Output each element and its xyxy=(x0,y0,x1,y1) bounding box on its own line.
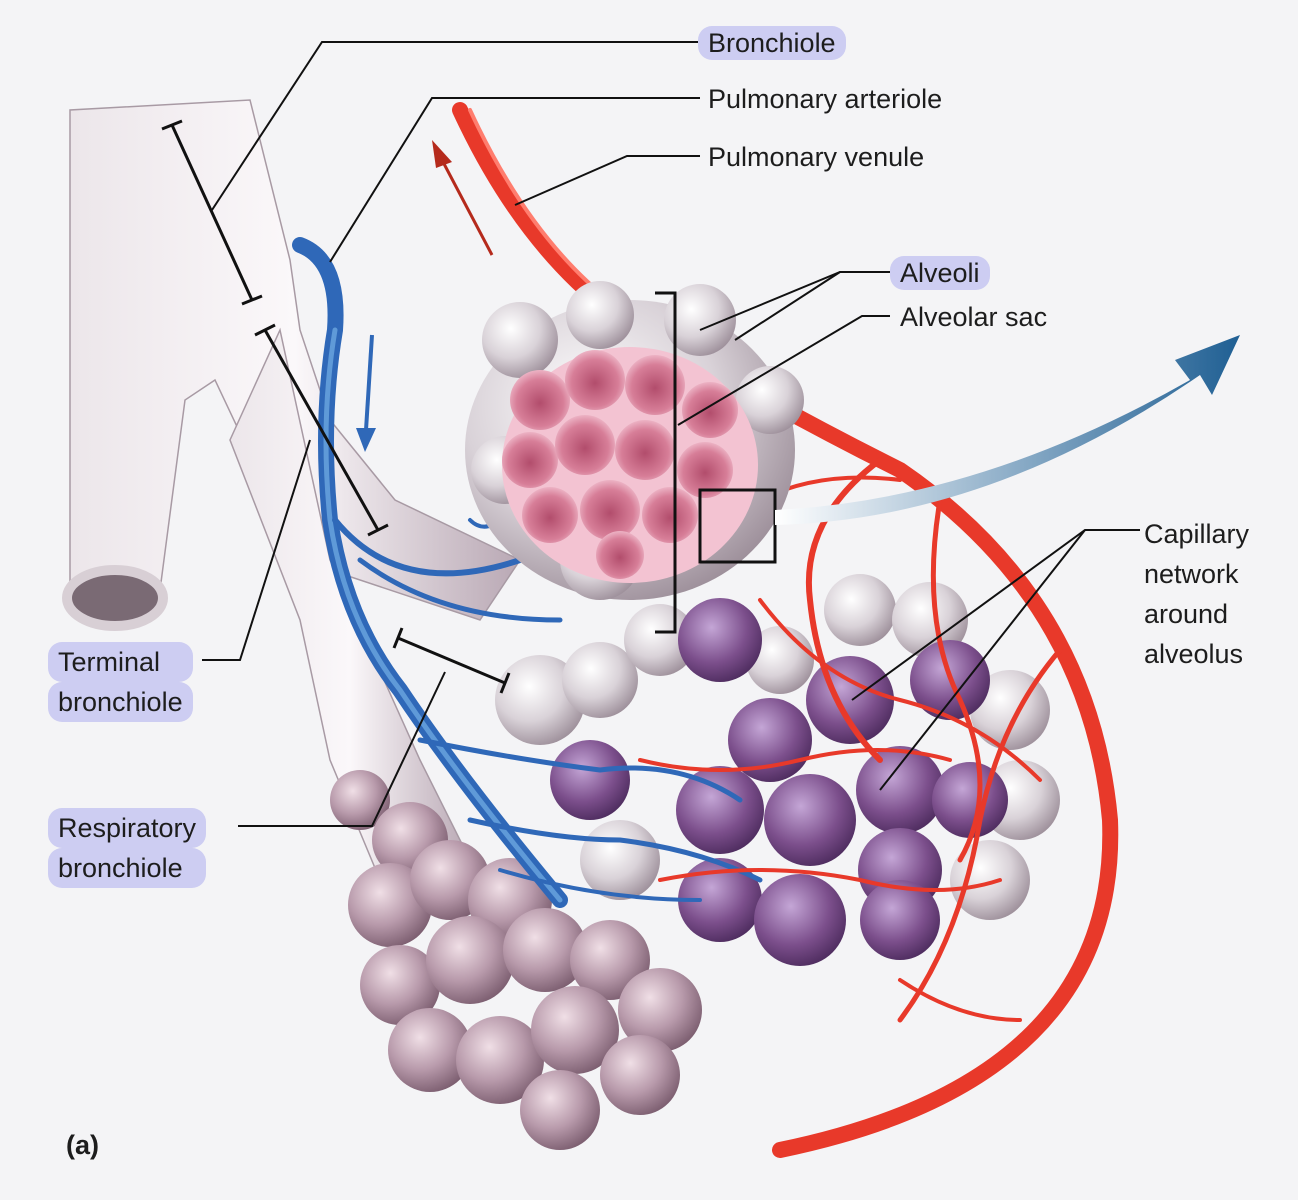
alveolar-sac xyxy=(465,281,804,600)
label-capillary-line: Capillary xyxy=(1144,519,1250,549)
label-alveolar-sac: Alveolar sac xyxy=(900,302,1048,332)
label-terminal-line: Terminal xyxy=(48,642,193,682)
measurement-brackets xyxy=(161,119,677,694)
label-capillary-line: around xyxy=(1144,599,1229,629)
label-respiratory-line: bronchiole xyxy=(48,848,207,888)
respiratory-alveoli-cluster xyxy=(330,770,702,1150)
tube-opening xyxy=(62,565,168,631)
label-alveoli: Alveoli xyxy=(890,256,990,290)
label-respiratory-line: Respiratory xyxy=(48,808,207,848)
flow-arrow-blue xyxy=(356,334,376,452)
label-bronchiole: Bronchiole xyxy=(698,26,846,60)
flow-arrow-red xyxy=(432,140,494,256)
leader-lines xyxy=(202,41,1140,827)
label-terminal-line: bronchiole xyxy=(48,682,193,722)
label-capillary-line: alveolus xyxy=(1144,639,1244,669)
zoom-arrow xyxy=(775,335,1240,525)
label-pulmonary-arteriole: Pulmonary arteriole xyxy=(708,84,943,114)
label-terminal-bronchiole: Terminal bronchiole xyxy=(48,642,193,722)
zoom-box xyxy=(698,488,777,564)
label-capillary-network: Capillary network around alveolus xyxy=(1144,514,1249,674)
label-pulmonary-venule: Pulmonary venule xyxy=(708,142,925,172)
panel-letter: (a) xyxy=(66,1130,99,1160)
label-respiratory-bronchiole: Respiratory bronchiole xyxy=(48,808,207,888)
label-capillary-line: network xyxy=(1144,559,1239,589)
